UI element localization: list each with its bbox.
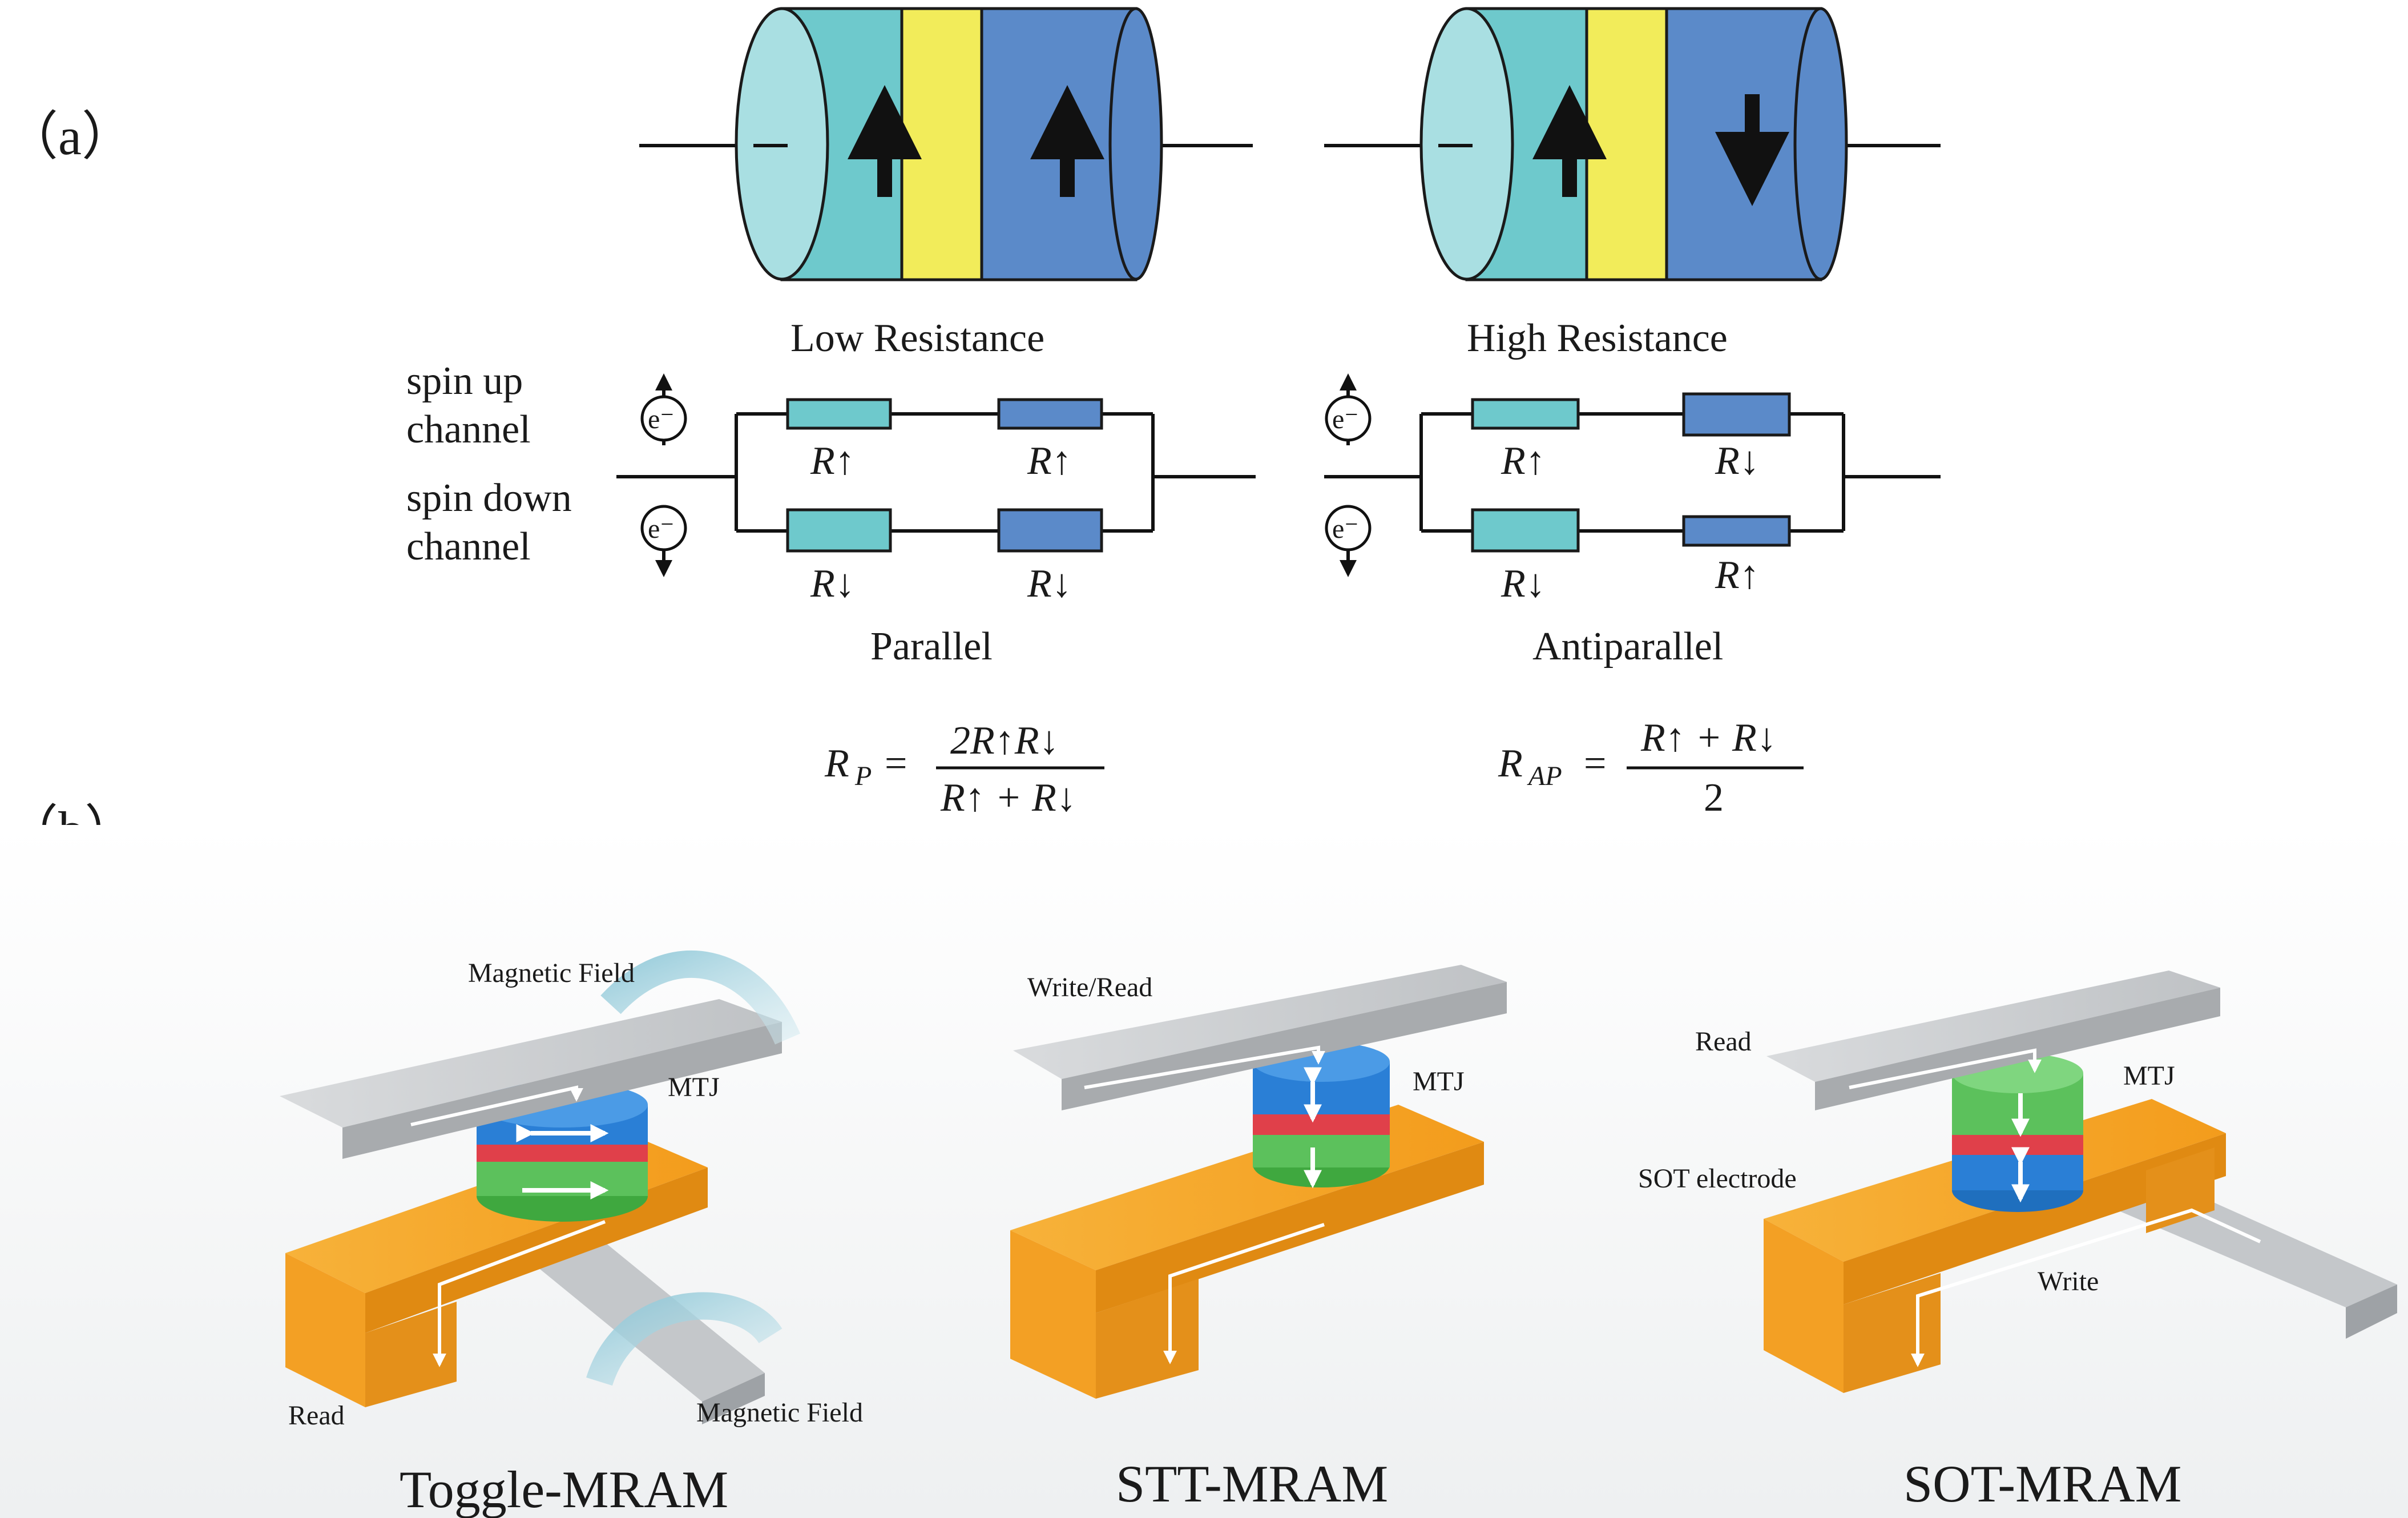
formula-lhs: R — [824, 742, 849, 786]
stt-write-read-label: Write/Read — [1027, 972, 1152, 1002]
high-resistance-label: High Resistance — [1467, 316, 1728, 360]
formula-parallel: R P = 2R↑R↓ R↑ + R↓ — [824, 719, 1104, 820]
current-path-arrow — [410, 1085, 583, 1126]
formula-lhs-sub: P — [854, 761, 872, 791]
low-resistance-label: Low Resistance — [790, 316, 1044, 360]
sot-write-label: Write — [2038, 1266, 2099, 1296]
magnetic-field-arc-icon — [586, 1292, 783, 1386]
electron-spin-up-icon: e⁻ — [640, 373, 687, 445]
resistor-pinned — [786, 508, 892, 553]
resistor-pinned — [786, 398, 892, 430]
electron-symbol: e⁻ — [648, 404, 675, 434]
top-read-line-front — [1815, 988, 2220, 1110]
electron-symbol: e⁻ — [1332, 404, 1359, 434]
current-path-arrow — [1084, 1045, 1325, 1089]
free-layer-cap — [1108, 7, 1163, 281]
resistor-label: R↓ — [810, 562, 855, 606]
spin-down-label: spin down — [406, 476, 572, 520]
parallel-label: Parallel — [870, 625, 993, 669]
equals-sign: = — [885, 742, 907, 786]
resistor-label: R↑ — [1027, 439, 1072, 483]
spin-up-label: spin up — [406, 359, 523, 403]
resistor-free — [1682, 392, 1791, 437]
resistor-label: R↓ — [1501, 562, 1546, 606]
electron-symbol: e⁻ — [1332, 514, 1359, 544]
electron-symbol: e⁻ — [648, 514, 675, 544]
formula-numerator: 2R↑R↓ — [950, 719, 1059, 763]
parallel-circuit — [616, 412, 1256, 533]
toggle-mram-device — [280, 950, 801, 1424]
resistor-label: R↓ — [1027, 562, 1072, 606]
antiparallel-circuit — [1324, 412, 1941, 533]
orange-electrode-leg — [1764, 1219, 1844, 1393]
current-path-arrow — [1911, 1208, 2261, 1367]
toggle-read-label: Read — [288, 1400, 345, 1431]
current-path-arrow — [433, 1220, 606, 1367]
mtj-red-layer — [1253, 1113, 1390, 1135]
mtj-cylinder-antiparallel — [1324, 7, 1941, 281]
sot-write-line-front — [2346, 1285, 2397, 1339]
barrier-layer — [900, 7, 983, 281]
formula-numerator: R↑ + R↓ — [1640, 716, 1777, 760]
sot-mram-device — [1764, 971, 2397, 1393]
electron-spin-up-icon: e⁻ — [1325, 373, 1372, 445]
top-read-line — [280, 999, 782, 1128]
resistor-free — [997, 398, 1103, 430]
top-read-write-line-front — [1062, 982, 1507, 1110]
mtj-green-layer — [1253, 1133, 1390, 1167]
mtj-red-layer — [1952, 1133, 2083, 1155]
electron-spin-down-icon: e⁻ — [1325, 505, 1372, 577]
stt-mram-device — [1010, 965, 1507, 1399]
free-layer-cap — [1793, 7, 1848, 281]
formula-denominator: 2 — [1704, 776, 1724, 820]
toggle-mtj-label: MTJ — [668, 1072, 720, 1102]
resistor-free — [1682, 515, 1791, 547]
spin-down-channel-label: channel — [406, 525, 531, 569]
toggle-magnetic-field-bottom: Magnetic Field — [696, 1398, 863, 1428]
mtj-red-layer — [477, 1142, 648, 1162]
resistor-free — [997, 508, 1103, 553]
resistor-label: R↑ — [1715, 553, 1760, 597]
toggle-mram-title: Toggle-MRAM — [400, 1460, 728, 1518]
formula-lhs-sub: AP — [1527, 761, 1562, 791]
spin-up-channel-label: channel — [406, 408, 531, 452]
barrier-layer — [1585, 7, 1668, 281]
current-path-arrow — [1849, 1048, 2042, 1089]
resistor-label: R↑ — [1501, 439, 1546, 483]
formula-lhs: R — [1498, 742, 1523, 786]
top-read-write-line — [1013, 965, 1507, 1079]
top-read-line — [1766, 971, 2220, 1082]
antiparallel-label: Antiparallel — [1532, 625, 1723, 669]
resistor-label: R↑ — [810, 439, 855, 483]
orange-electrode-front — [1096, 1142, 1484, 1313]
sot-electrode-label: SOT electrode — [1638, 1163, 1797, 1194]
current-path-arrow — [1163, 1223, 1325, 1364]
sot-read-label: Read — [1695, 1026, 1752, 1057]
resistor-label: R↓ — [1715, 439, 1760, 483]
resistor-pinned — [1471, 508, 1580, 553]
orange-electrode-leg-front — [365, 1302, 457, 1407]
stt-mtj-label: MTJ — [1413, 1066, 1465, 1097]
sot-mtj-label: MTJ — [2123, 1061, 2175, 1091]
resistor-pinned — [1471, 398, 1580, 430]
orange-electrode-leg — [1010, 1230, 1096, 1399]
panel-a-label: （a） — [6, 107, 134, 166]
toggle-magnetic-field-top: Magnetic Field — [468, 958, 635, 988]
sot-mram-title: SOT-MRAM — [1903, 1455, 2181, 1513]
orange-electrode-front — [1844, 1133, 2226, 1304]
orange-electrode-leg-front — [1096, 1279, 1199, 1399]
electron-spin-down-icon: e⁻ — [640, 505, 687, 577]
bottom-write-line-side — [702, 1373, 765, 1424]
stt-mram-title: STT-MRAM — [1116, 1455, 1388, 1513]
mtj-cylinder-parallel — [639, 7, 1253, 281]
mtj-blue-layer — [1952, 1153, 2083, 1190]
orange-electrode-leg — [285, 1253, 365, 1407]
formula-antiparallel: R AP = R↑ + R↓ 2 — [1498, 716, 1804, 820]
magnetic-field-arc-icon — [600, 950, 801, 1045]
formula-denominator: R↑ + R↓ — [940, 776, 1076, 820]
equals-sign: = — [1584, 742, 1606, 786]
